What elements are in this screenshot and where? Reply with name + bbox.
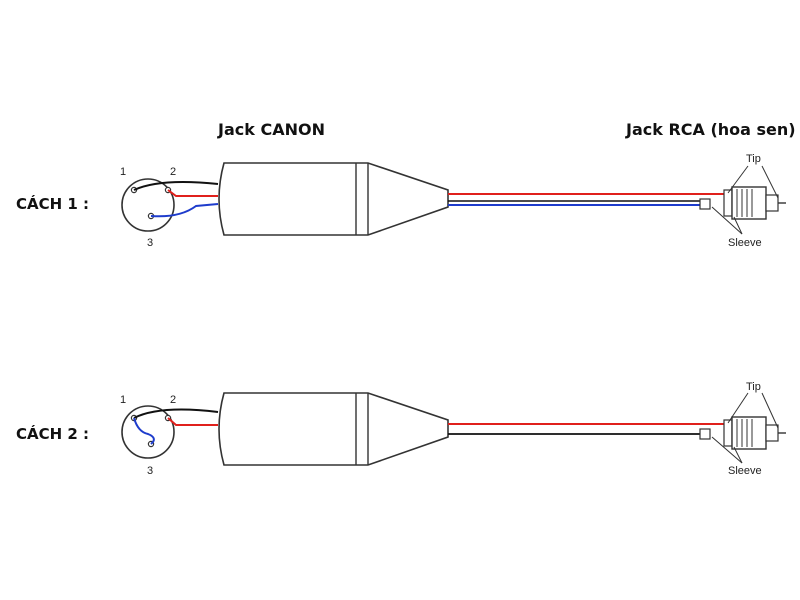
sleeve-label: Sleeve <box>728 237 762 249</box>
rca-sleeve-tab <box>699 428 711 440</box>
rca-flange <box>723 419 733 447</box>
xlr-jack-heading: Jack CANON <box>218 120 325 139</box>
rca-nose <box>765 194 779 212</box>
method-2-diagram: 1 2 3 Tip <box>120 381 786 477</box>
xlr-plug-outline <box>218 162 449 236</box>
method-1-diagram: 1 2 3 <box>120 153 786 249</box>
pin-2-number: 2 <box>170 394 176 406</box>
rca-jack-heading: Jack RCA (hoa sen) <box>626 120 796 139</box>
wire-blue-pin3 <box>150 203 219 218</box>
rca-flange <box>723 189 733 217</box>
pin-2-number: 2 <box>170 166 176 178</box>
xlr-face-circle <box>121 178 175 232</box>
tip-label: Tip <box>746 381 761 393</box>
wire-red-pin2 <box>167 417 218 426</box>
xlr-connector-face: 1 2 3 <box>120 394 176 477</box>
wire-black-pin1 <box>133 181 219 191</box>
wire-red-pin2 <box>167 189 218 197</box>
rca-nose <box>765 424 779 442</box>
wire-black-pin1 <box>133 408 219 419</box>
sleeve-label: Sleeve <box>728 465 762 477</box>
pin-3-number: 3 <box>147 465 153 477</box>
xlr-connector-face: 1 2 3 <box>120 166 176 249</box>
xlr-plug-body <box>218 392 449 466</box>
method-2-label: CÁCH 2 : <box>16 425 90 443</box>
tip-label: Tip <box>746 153 761 165</box>
jumper-blue-pin1-pin3 <box>133 417 155 445</box>
pin-3-number: 3 <box>147 237 153 249</box>
method-1-label: CÁCH 1 : <box>16 195 90 213</box>
pin-1-number: 1 <box>120 394 126 406</box>
rca-connector: Tip Sleeve <box>699 153 786 249</box>
xlr-plug-body <box>218 162 449 236</box>
rca-sleeve-tab <box>699 198 711 210</box>
pin-1-number: 1 <box>120 166 126 178</box>
xlr-plug-outline <box>218 392 449 466</box>
rca-connector: Tip Sleeve <box>699 381 786 477</box>
